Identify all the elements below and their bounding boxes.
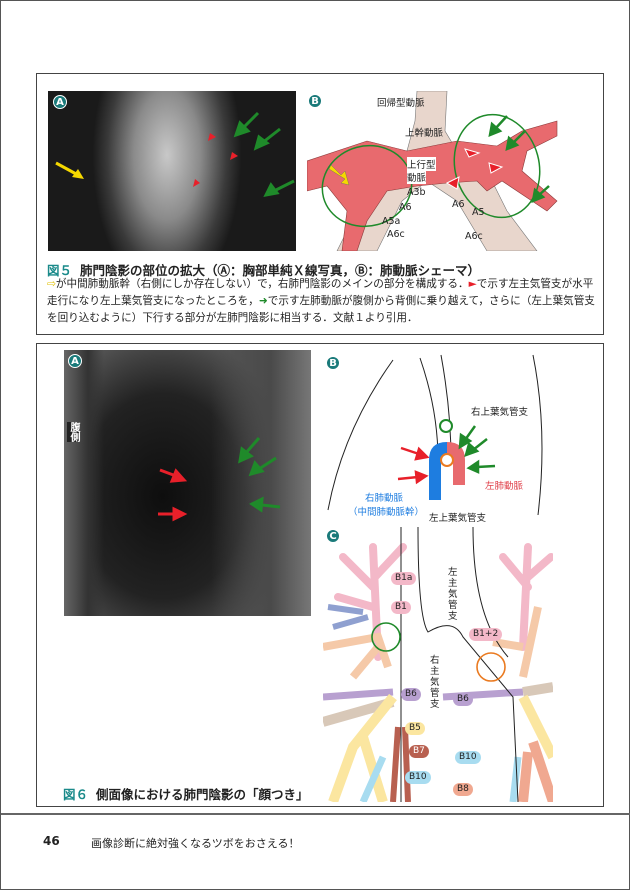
figure-6-title-text: 側面像における肺門陰影の「顔つき」 (96, 787, 309, 802)
yellow-arrow-icon: ⇨ (47, 278, 56, 290)
label-b5: B5 (405, 722, 425, 735)
red-arrowhead (208, 133, 216, 141)
page-number: 46 (43, 834, 60, 848)
figure-5-number: 図５ (47, 263, 73, 278)
label-b1: B1 (391, 601, 411, 614)
label-right-pulmonary-artery: 右肺動脈 (365, 493, 404, 504)
label-a6-left: A6 (452, 199, 465, 210)
caption-part-2: で示す左主気管支が水平走行になり左上葉気管支になったところを， (47, 278, 594, 307)
label-a6c-right: A6c (387, 229, 405, 240)
figure-6-diagram-c: C 左主気管支 右主気管支 B1a B1 B1+2 B6 B6 B5 B7 B1… (323, 527, 553, 802)
caption-part-3: で示す左肺動脈が腹側から背側に乗り越えて，さらに（左上葉気管支を回り込むように）… (47, 295, 595, 324)
label-a5-left: A5 (472, 207, 485, 218)
red-arrowhead-icon: ► (468, 278, 477, 290)
figure-6-title: 図６ 側面像における肺門陰影の「顔つき」 (63, 784, 309, 803)
label-right-upper-bronchus: 右上葉気管支 (471, 407, 529, 418)
label-a6c-left: A6c (465, 231, 483, 242)
figure-6-diagram-b: B 右上葉気管支 左肺動脈 右肺動脈 （中間肺動脈幹） 左上葉気管支 (323, 350, 553, 525)
xray-arrows (55, 111, 295, 198)
label-b10-right: B10 (405, 771, 431, 784)
label-b6-left: B6 (453, 693, 473, 706)
xray-arrows (158, 437, 281, 522)
label-b6-right: B6 (401, 688, 421, 701)
figure-5-box: A B (36, 73, 604, 335)
red-arrowhead (193, 179, 200, 187)
panel-b-badge: B (308, 94, 322, 108)
figure-5-xray: A (48, 91, 296, 251)
figure-5-title-text: 肺門陰影の部位の拡大（Ⓐ：胸部単純Ｘ線写真，Ⓑ：肺動脈シェーマ） (80, 263, 481, 278)
figure-6-xray: A 腹側 (64, 350, 311, 616)
label-b1-2: B1+2 (469, 628, 503, 641)
footer-rule (1, 813, 630, 815)
label-recurrent-artery: 回帰型動脈 (377, 98, 425, 109)
panel-c-badge: C (326, 529, 340, 543)
label-a6-right: A6 (399, 202, 412, 213)
panel-b-badge: B (326, 356, 340, 370)
figure-5-caption: ⇨が中間肺動脈幹（右側にしか存在しない）で，右肺門陰影のメインの部分を構成する．… (47, 276, 597, 327)
label-intermediate-trunk: （中間肺動脈幹） (348, 507, 425, 518)
label-a3b: A3b (407, 187, 426, 198)
label-b8: B8 (453, 783, 473, 796)
label-truncus-artery: 上幹動脈 (405, 128, 444, 139)
label-right-main-bronchus: 右主気管支 (430, 655, 440, 710)
green-arrow-icon: ➜ (258, 295, 268, 307)
figure-5-diagram: B 回帰型動脈 上幹動脈 上行型 動脈 A3b A6 A5a A6c A6 A5… (307, 91, 559, 251)
figure-5-title: 図５ 肺門陰影の部位の拡大（Ⓐ：胸部単純Ｘ線写真，Ⓑ：肺動脈シェーマ） (47, 260, 480, 279)
caption-part-1: が中間肺動脈幹（右側にしか存在しない）で，右肺門陰影のメインの部分を構成する． (55, 278, 469, 290)
figure-6-box: A 腹側 (36, 343, 604, 807)
label-ascending-artery-2: 動脈 (407, 170, 427, 184)
panel-a-badge: A (53, 95, 67, 109)
figure-6-number: 図６ (63, 787, 89, 802)
label-a5a: A5a (382, 216, 401, 227)
label-left-main-bronchus: 左主気管支 (448, 567, 458, 622)
label-left-upper-bronchus: 左上葉気管支 (429, 513, 487, 524)
label-b7: B7 (409, 745, 429, 758)
label-ascending-artery: 上行型 (407, 157, 436, 171)
yellow-arrow (55, 161, 84, 179)
ventral-side-label: 腹側 (67, 422, 79, 442)
label-left-pulmonary-artery: 左肺動脈 (485, 481, 524, 492)
panel-a-badge: A (68, 354, 82, 368)
running-title: 画像診断に絶対強くなるツボをおさえる！ (91, 837, 300, 850)
red-arrowhead (230, 152, 238, 160)
label-b1a: B1a (391, 572, 417, 585)
label-b10-left: B10 (455, 751, 481, 764)
